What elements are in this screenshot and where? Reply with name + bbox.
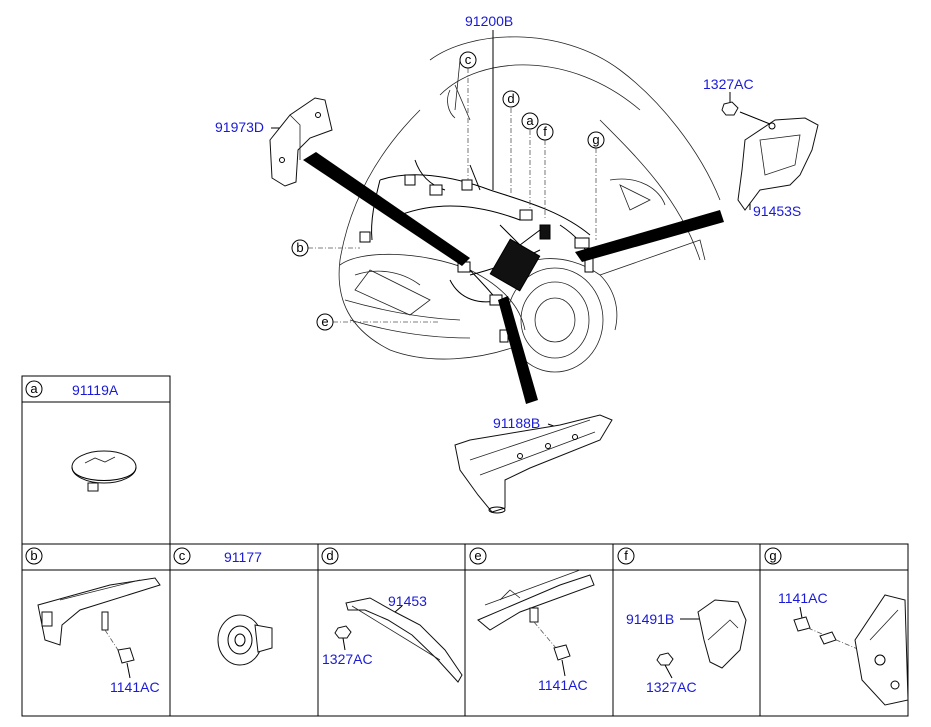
label-bracket-bottom[interactable]: 91188B <box>493 415 540 431</box>
nut-f-part <box>656 652 674 679</box>
callout-g[interactable]: g <box>587 131 605 149</box>
callout-g-letter: g <box>592 132 599 147</box>
bracket-bottom-part <box>454 414 613 514</box>
panel-d-part: 91453 <box>388 593 427 609</box>
panel-b-drawing <box>37 577 161 679</box>
panel-g-letter: g <box>769 548 776 563</box>
panel-grid <box>21 375 909 717</box>
panel-d-part2: 1327AC <box>322 651 373 667</box>
cover-right-part <box>737 117 819 211</box>
leader-bands <box>303 152 724 404</box>
callout-c-letter: c <box>465 52 472 67</box>
label-cover-right[interactable]: 91453S <box>753 203 801 219</box>
panel-a-letter: a <box>30 381 38 396</box>
panel-e-drawing <box>477 569 595 677</box>
panel-g-part: 1141AC <box>778 590 828 606</box>
nut-d-part <box>334 625 352 651</box>
panel-b[interactable]: b 1141AC <box>25 547 161 695</box>
panel-a[interactable]: a 91119A <box>25 380 137 492</box>
callout-d[interactable]: d <box>502 90 520 108</box>
bracket-left-part <box>269 97 333 187</box>
panel-e[interactable]: e 1141AC <box>469 547 595 693</box>
panel-f-part2: 1327AC <box>646 679 697 695</box>
panel-b-part: 1141AC <box>110 679 160 695</box>
panel-f[interactable]: f 91491B 1327AC <box>617 547 747 695</box>
panel-d[interactable]: d 91453 1327AC <box>321 547 463 683</box>
nut-top-part <box>721 101 771 125</box>
wiring-harness <box>359 159 594 343</box>
label-bracket-left[interactable]: 91973D <box>215 119 264 135</box>
bolt-g-part <box>793 616 861 651</box>
panel-a-part: 91119A <box>72 382 119 398</box>
panel-e-part: 1141AC <box>538 677 588 693</box>
label-nut-top[interactable]: 1327AC <box>703 76 754 92</box>
panel-c-letter: c <box>179 548 186 563</box>
panel-f-part: 91491B <box>626 611 674 627</box>
callout-a-letter: a <box>526 113 534 128</box>
panel-g-drawing <box>854 594 909 706</box>
callout-b[interactable]: b <box>291 239 309 257</box>
callout-d-letter: d <box>507 91 514 106</box>
callout-f[interactable]: f <box>536 123 554 141</box>
callout-b-letter: b <box>296 240 303 255</box>
panel-c-part: 91177 <box>224 549 262 565</box>
panel-g[interactable]: g 1141AC <box>764 547 909 706</box>
grommet-part <box>71 450 137 492</box>
protector-part <box>345 597 463 683</box>
callout-f-letter: f <box>543 124 547 139</box>
panel-f-letter: f <box>624 548 628 563</box>
callout-a[interactable]: a <box>521 112 539 130</box>
panel-b-letter: b <box>30 548 37 563</box>
panel-d-letter: d <box>326 548 333 563</box>
callout-e[interactable]: e <box>316 313 334 331</box>
connector-grommet-part <box>217 614 273 666</box>
label-harness[interactable]: 91200B <box>465 13 513 29</box>
panel-c[interactable]: c 91177 <box>173 547 273 666</box>
callout-e-letter: e <box>321 314 328 329</box>
panel-e-letter: e <box>474 548 481 563</box>
cover-f-part <box>697 599 747 669</box>
callout-c[interactable]: c <box>459 51 477 69</box>
